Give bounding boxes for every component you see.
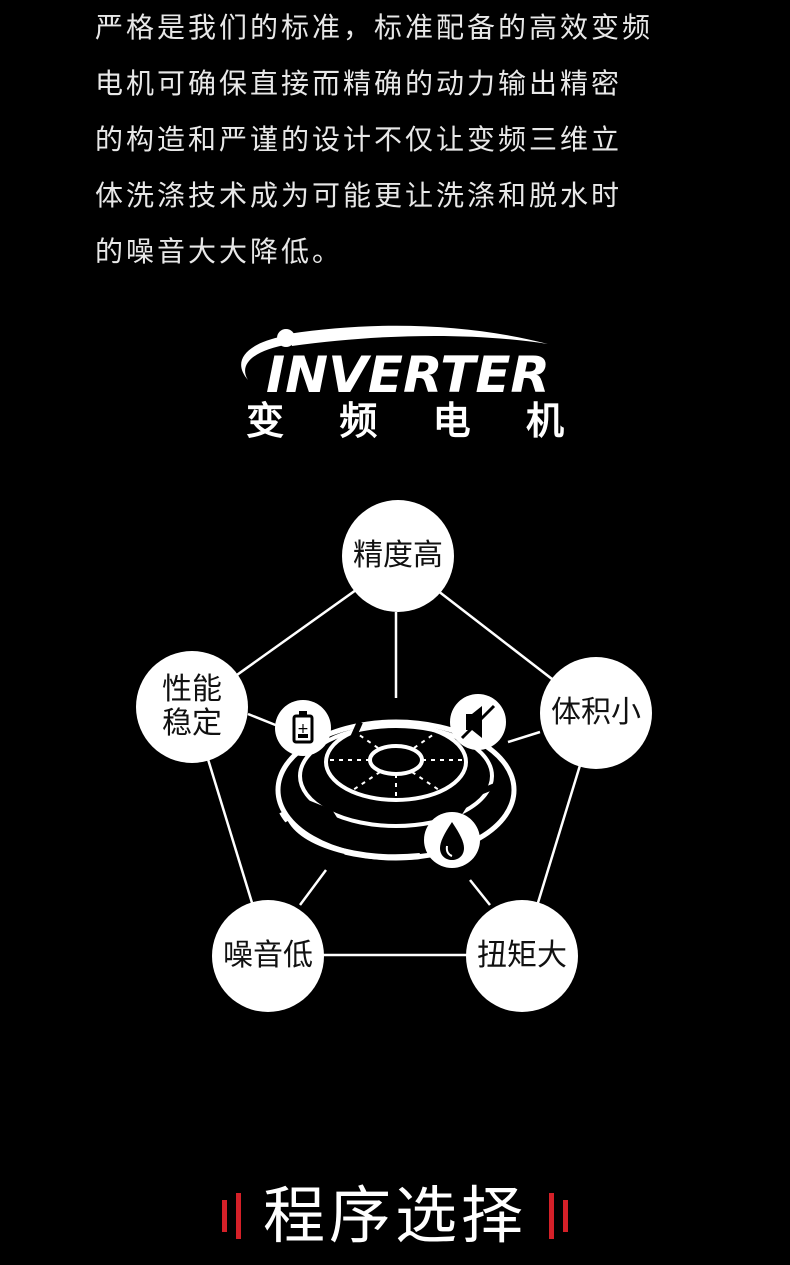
feature-label: 体积小: [551, 695, 641, 730]
logo-dot: [277, 329, 295, 347]
intro-line: 电机可确保直接而精确的动力输出精密: [95, 67, 623, 100]
feature-node-stable: 性能稳定: [136, 651, 248, 763]
pentagon-lines: [190, 558, 598, 957]
svg-text:+: +: [297, 721, 309, 737]
logo-subtitle-char: 频: [339, 399, 378, 443]
logo-brand-text: INVERTER: [266, 346, 550, 398]
connector-lines: [247, 612, 541, 906]
feature-node-low-noise: 噪音低: [212, 900, 324, 1012]
logo-swoosh-left: [241, 336, 290, 380]
feature-node-torque: 扭矩大: [466, 900, 578, 1012]
intro-paragraph: 严格是我们的标准，标准配备的高效变频 电机可确保直接而精确的动力输出精密 的构造…: [95, 0, 705, 280]
logo-subtitle: 变 频 电 机: [246, 396, 564, 446]
intro-line: 的构造和严谨的设计不仅让变频三维立: [95, 123, 623, 156]
accent-bars-right: [549, 1193, 568, 1239]
battery-icon: +: [275, 700, 331, 756]
inverter-logo: INVERTER: [241, 325, 550, 398]
section-heading: 程序选择: [0, 1178, 790, 1254]
feature-label: 性能稳定: [162, 672, 222, 741]
logo-swoosh: [288, 325, 548, 346]
motor-disc-icon: [275, 719, 517, 861]
logo-subtitle-char: 变: [246, 399, 285, 443]
feature-label: 精度高: [353, 538, 443, 573]
logo-subtitle-char: 电: [432, 399, 471, 443]
intro-line: 体洗涤技术成为可能更让洗涤和脱水时: [95, 179, 623, 212]
section-title: 程序选择: [262, 1179, 527, 1252]
intro-line: 的噪音大大降低。: [95, 235, 344, 268]
intro-line: 严格是我们的标准，标准配备的高效变频: [95, 11, 654, 44]
feature-label: 噪音低: [223, 938, 313, 973]
logo-subtitle-char: 机: [525, 399, 564, 443]
feature-node-precision: 精度高: [342, 500, 454, 612]
accent-bars-left: [221, 1193, 241, 1239]
feature-label: 扭矩大: [477, 938, 567, 973]
water-drop-icon: [424, 812, 480, 868]
feature-node-compact: 体积小: [540, 657, 652, 769]
mute-speaker-icon: [450, 694, 506, 750]
